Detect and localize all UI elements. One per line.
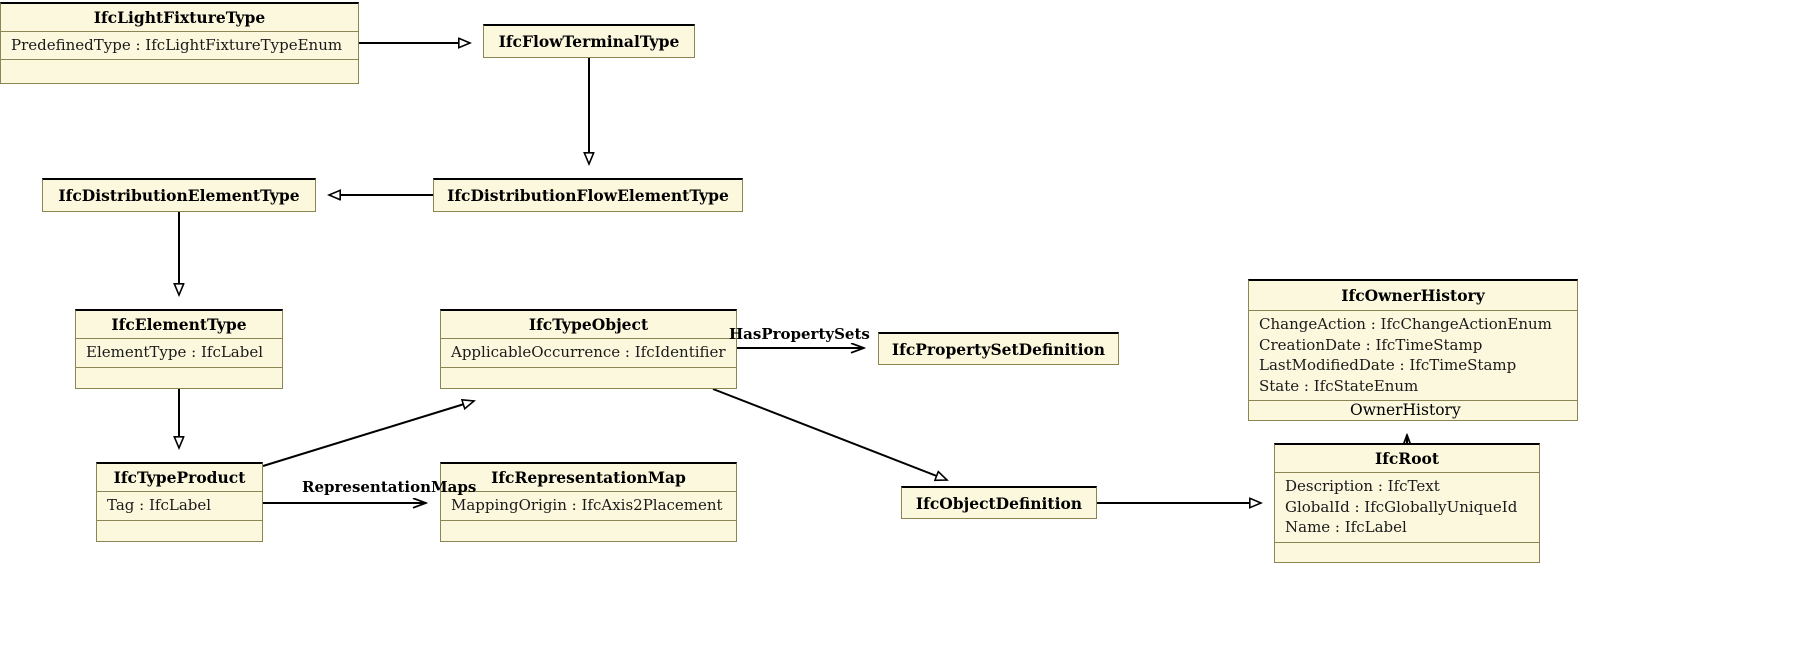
class-attribute: State : IfcStateEnum xyxy=(1259,376,1419,395)
edge-typeproduct-to-typeobject xyxy=(262,401,474,467)
class-title: IfcFlowTerminalType xyxy=(498,32,680,51)
class-operations xyxy=(441,521,736,541)
class-attribute: ElementType : IfcLabel xyxy=(86,343,264,361)
class-operations xyxy=(1,60,358,83)
class-attributes: PredefinedType : IfcLightFixtureTypeEnum xyxy=(1,32,358,60)
class-attribute: ChangeAction : IfcChangeActionEnum xyxy=(1259,315,1552,333)
class-title: IfcTypeProduct xyxy=(97,464,262,492)
uml-class-ifcobjectdefinition[interactable]: IfcObjectDefinition xyxy=(901,486,1097,519)
class-operations xyxy=(76,368,282,388)
class-attribute: Name : IfcLabel xyxy=(1285,518,1407,536)
class-title: IfcDistributionFlowElementType xyxy=(447,186,729,205)
uml-class-ifcdistributionflowelementtype[interactable]: IfcDistributionFlowElementType xyxy=(433,178,743,212)
class-title: IfcLightFixtureType xyxy=(1,4,358,32)
class-operations xyxy=(97,521,262,541)
class-attributes: MappingOrigin : IfcAxis2Placement xyxy=(441,492,736,521)
uml-class-ifcpropertysetdefinition[interactable]: IfcPropertySetDefinition xyxy=(878,332,1119,365)
class-title: IfcOwnerHistory xyxy=(1249,281,1577,311)
class-title: IfcRepresentationMap xyxy=(441,464,736,492)
class-attribute: Description : IfcText xyxy=(1285,477,1440,495)
class-attribute: ApplicableOccurrence : IfcIdentifier xyxy=(451,343,726,361)
class-operations xyxy=(441,368,736,388)
edge-label-owner-history: OwnerHistory xyxy=(1350,401,1461,419)
class-attributes: ApplicableOccurrence : IfcIdentifier xyxy=(441,339,736,368)
uml-class-ifcdistributionelementtype[interactable]: IfcDistributionElementType xyxy=(42,178,316,212)
class-operations xyxy=(1275,543,1539,562)
class-title: IfcDistributionElementType xyxy=(58,186,300,205)
class-attribute: GlobalId : IfcGloballyUniqueId xyxy=(1285,497,1518,516)
edge-label-has-property-sets: HasPropertySets xyxy=(729,325,870,343)
class-attribute: CreationDate : IfcTimeStamp xyxy=(1259,335,1483,354)
class-title: IfcRoot xyxy=(1275,445,1539,473)
edge-typeobject-to-objectdefinition xyxy=(712,388,947,480)
uml-class-ifcflowterminaltype[interactable]: IfcFlowTerminalType xyxy=(483,24,695,58)
class-attribute: LastModifiedDate : IfcTimeStamp xyxy=(1259,356,1517,374)
class-title: IfcTypeObject xyxy=(441,311,736,339)
edge-label-representation-maps: RepresentationMaps xyxy=(302,478,477,496)
class-attributes: Tag : IfcLabel xyxy=(97,492,262,521)
class-title: IfcObjectDefinition xyxy=(915,493,1083,513)
class-attribute: PredefinedType : IfcLightFixtureTypeEnum xyxy=(11,36,343,54)
class-attribute: Tag : IfcLabel xyxy=(107,496,212,514)
class-attribute: MappingOrigin : IfcAxis2Placement xyxy=(451,496,723,514)
class-title: IfcPropertySetDefinition xyxy=(891,339,1106,359)
class-attributes: ElementType : IfcLabel xyxy=(76,339,282,368)
class-title: IfcElementType xyxy=(76,311,282,339)
